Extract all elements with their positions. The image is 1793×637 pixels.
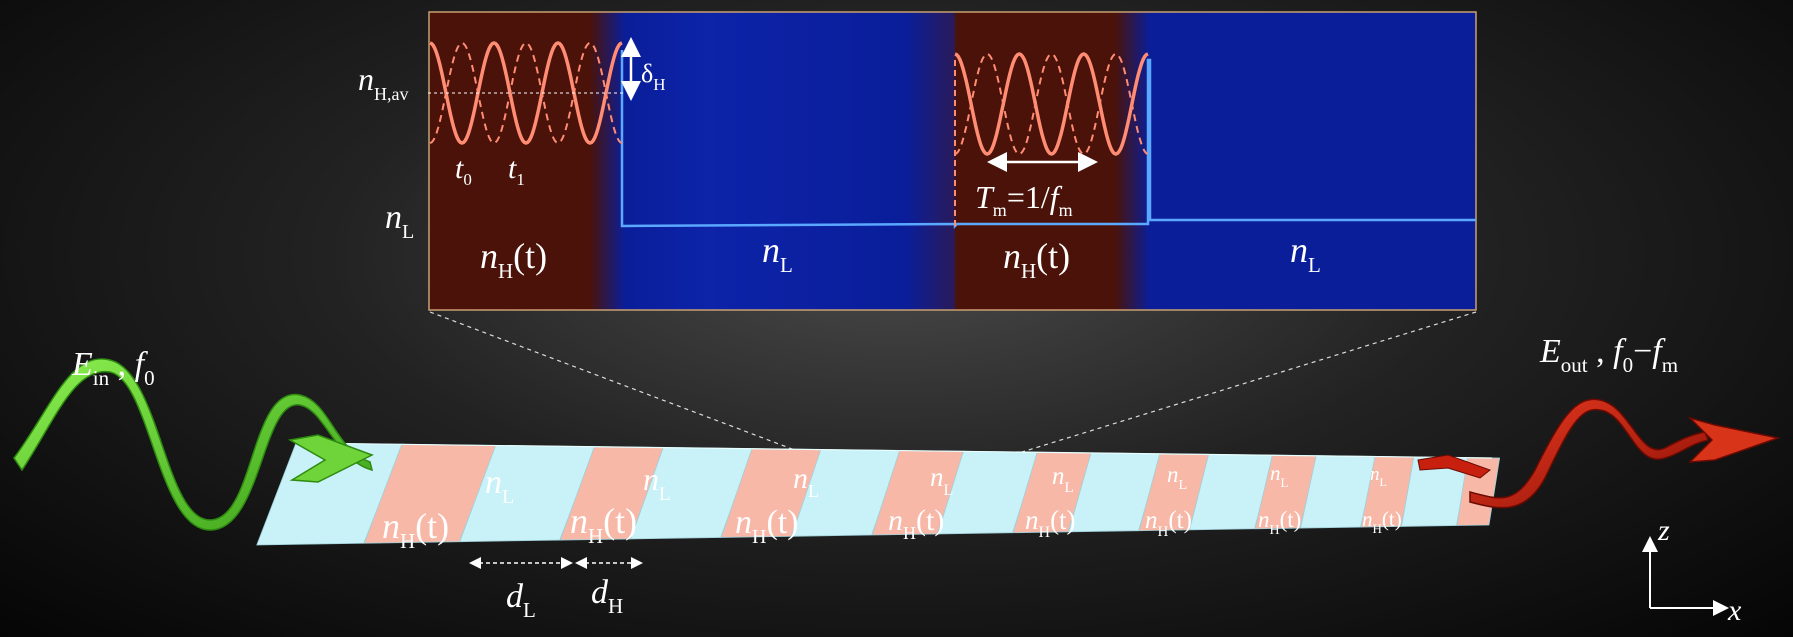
wg-label-high-1: nH(t): [382, 506, 449, 553]
n-l-axis-label: nL: [385, 199, 414, 243]
region-label-low-1: nL: [762, 230, 793, 277]
region-label-high-2: nH(t): [1003, 236, 1070, 283]
x-axis-label: x: [1727, 594, 1742, 627]
wg-label-high-4: nH(t): [888, 504, 944, 543]
wg-label-low-5: nL: [1052, 463, 1074, 496]
wg-label-low-4: nL: [930, 462, 953, 499]
waveguide: [256, 442, 1501, 546]
region-label-low-2: nL: [1290, 230, 1321, 277]
wg-label-high-8: nH(t): [1362, 507, 1402, 536]
dH-label: dH: [591, 574, 623, 618]
delta-h-label: δH: [641, 59, 666, 94]
output-wave-arrow-head: [1687, 416, 1781, 463]
region-label-high-1: nH(t): [480, 236, 547, 283]
wg-label-high-7: nH(t): [1258, 507, 1301, 538]
wg-label-low-6: nL: [1167, 462, 1187, 493]
region-low-1: [625, 12, 955, 310]
n-h-av-label: nH,av: [358, 61, 409, 104]
t1-label: t1: [508, 152, 525, 189]
z-axis-label: z: [1657, 514, 1670, 547]
inset-border: [428, 11, 1477, 311]
period-label: Tm=1/fm: [975, 179, 1073, 220]
input-wave-arrow-head: [287, 434, 374, 483]
wg-label-low-7: nL: [1270, 461, 1289, 490]
dimension-markers: dL dH: [469, 557, 643, 622]
waveguide-top-edge: [295, 442, 1493, 459]
inset-panel: δH Tm=1/fm t0 t1 nH,av nL nH(t) nL nH(t): [358, 11, 1477, 311]
output-wave-entry: [1417, 454, 1492, 479]
zoom-line-left: [429, 311, 801, 453]
output-wave: Eout , f0−fm: [1417, 333, 1781, 509]
region-low-2: [1150, 12, 1476, 310]
coordinate-axes: z x: [1642, 514, 1742, 627]
output-wave-ribbon: [1469, 398, 1710, 509]
input-wave: Ein , f0: [13, 346, 374, 531]
modulation-wave-t0-1: [429, 41, 623, 145]
zoom-line-right: [1021, 311, 1477, 453]
wg-label-high-5: nH(t): [1025, 505, 1076, 541]
wg-label-low-1: nL: [485, 464, 514, 508]
input-wave-ribbon: [13, 358, 374, 531]
region-high-1: [430, 12, 625, 310]
wg-label-high-3: nH(t): [735, 504, 799, 548]
dL-label: dL: [506, 578, 536, 622]
wg-label-high-6: nH(t): [1145, 507, 1192, 540]
waveguide-labels: nL nL nL nL nL nL nL nL nH(t) nH(t) nH(t…: [382, 461, 1402, 553]
index-profile-line: [620, 50, 1476, 230]
input-wave-label: Ein , f0: [71, 346, 155, 390]
wg-label-low-8: nL: [1370, 464, 1387, 489]
t0-label: t0: [455, 152, 472, 189]
wg-label-high-2: nH(t): [570, 501, 637, 548]
wg-label-low-3: nL: [793, 462, 819, 501]
wg-label-low-2: nL: [643, 461, 671, 505]
output-wave-label: Eout , f0−fm: [1539, 333, 1678, 377]
